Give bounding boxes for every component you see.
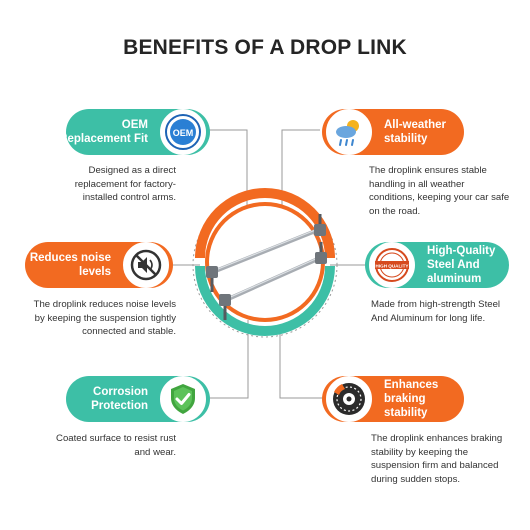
benefit-description: The droplink ensures stable handling in … (369, 165, 510, 217)
benefit-description: Coated surface to resist rust and wear. (56, 433, 176, 458)
weather-icon (326, 109, 372, 155)
benefit-high-quality-steel-aluminum: High-Quality Steel And aluminum HIGH QUA… (365, 242, 509, 288)
benefit-enhances-braking-stability: Enhances braking stability (322, 376, 464, 422)
oem-badge-text: OEM (173, 128, 194, 138)
benefit-title: All-weather stability (384, 119, 446, 145)
connector-line-braking (279, 332, 322, 399)
benefit-description: Designed as a direct replacement for fac… (74, 165, 176, 203)
high-quality-badge-text: HIGH QUALITY (376, 263, 409, 268)
shield-check-icon (160, 376, 206, 422)
benefit-title: OEM Replacement Fit (59, 119, 148, 145)
no-noise-icon (123, 242, 169, 288)
benefit-all-weather-stability: All-weather stability (322, 109, 464, 155)
connector-line-corrosion (210, 320, 249, 399)
benefit-title: Enhances braking stability (384, 379, 439, 419)
brake-disc-icon (326, 376, 372, 422)
high-quality-badge-icon: HIGH QUALITY (369, 242, 415, 288)
benefit-description: The droplink enhances braking stability … (371, 433, 503, 485)
benefit-oem-replacement-fit: OEM Replacement Fit OEM (59, 109, 210, 155)
benefit-description: Made from high-strength Steel And Alumin… (371, 299, 501, 324)
drop-link-product-image (192, 188, 338, 338)
benefit-title: Corrosion Protection (91, 386, 148, 412)
benefit-corrosion-protection: Corrosion Protection (66, 376, 210, 422)
benefit-title: High-Quality Steel And aluminum (427, 245, 496, 285)
oem-badge-icon: OEM (160, 109, 206, 155)
connector-line-weather (281, 129, 320, 205)
benefit-title: Reduces noise levels (29, 252, 111, 278)
benefit-reduces-noise-levels: Reduces noise levels (25, 242, 173, 288)
page-title: BENEFITS OF A DROP LINK (123, 36, 407, 59)
benefit-description: The droplink reduces noise levels by kee… (33, 299, 176, 337)
